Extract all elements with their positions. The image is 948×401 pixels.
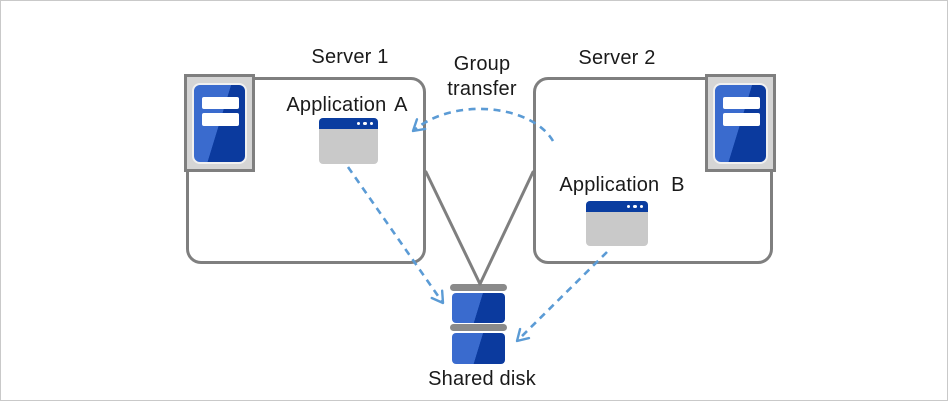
server2-label: Server 2 [578,47,656,69]
drive-bay-slot [202,97,239,109]
disk-unit [452,333,505,364]
group-transfer-arrow [411,107,555,142]
application-a-label: Application A [286,94,408,116]
application-b-window-icon [586,201,648,246]
window-dot-icon [633,204,637,209]
drive-bay-slot [723,97,760,109]
window-dot-icon [626,204,630,209]
application-a-window-icon [319,118,378,164]
drive-bay-slot [723,113,760,126]
shared-disk-label: Shared disk [428,368,536,390]
window-titlebar [319,118,378,129]
application-b-label: Application B [559,174,685,196]
window-dot-icon [363,121,367,126]
window-titlebar [586,201,648,212]
group-transfer-label: Group transfer [447,53,517,100]
window-dot-icon [356,121,360,126]
disk-cap [450,284,507,291]
server1-tower-icon [184,74,255,172]
disk-cap [450,324,507,331]
server1-label: Server 1 [311,46,389,68]
disk-unit [452,293,505,323]
server-tower-body [192,83,247,164]
window-dot-icon [639,204,643,209]
window-dot-icon [369,121,373,126]
server2-tower-icon [705,74,776,172]
app-b-to-disk-arrow [515,251,608,343]
drive-bay-slot [202,113,239,126]
server2-to-disk-line [478,170,535,286]
server-tower-body [713,83,768,164]
shared-disk-icon [450,284,507,365]
server1-to-disk-line [424,170,482,286]
